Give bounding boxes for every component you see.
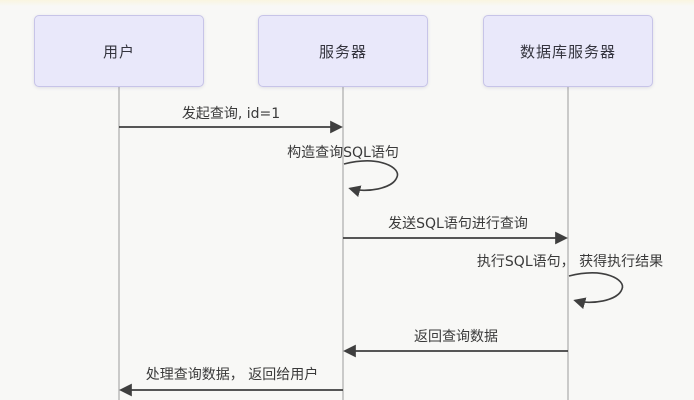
message-label-2: 构造查询SQL语句 [287,145,399,161]
message-self-loop-2 [343,160,399,198]
actor-label-db: 数据库服务器 [519,42,616,61]
message-label-5: 返回查询数据 [414,329,498,345]
message-label-6: 处理查询数据， 返回给用户 [145,367,319,383]
message-self-loop-4 [568,272,624,310]
message-label-3: 发送SQL语句进行查询 [388,216,528,232]
actor-box-db: 数据库服务器 [483,15,653,87]
message-label-4: 执行SQL语句， 获得执行结果 [476,254,664,270]
actor-box-user: 用户 [34,15,204,87]
actor-label-server: 服务器 [318,42,367,61]
message-label-1: 发起查询, id=1 [181,106,281,122]
top-band-decoration [0,0,694,6]
actor-label-user: 用户 [102,42,135,61]
actor-box-server: 服务器 [258,15,428,87]
